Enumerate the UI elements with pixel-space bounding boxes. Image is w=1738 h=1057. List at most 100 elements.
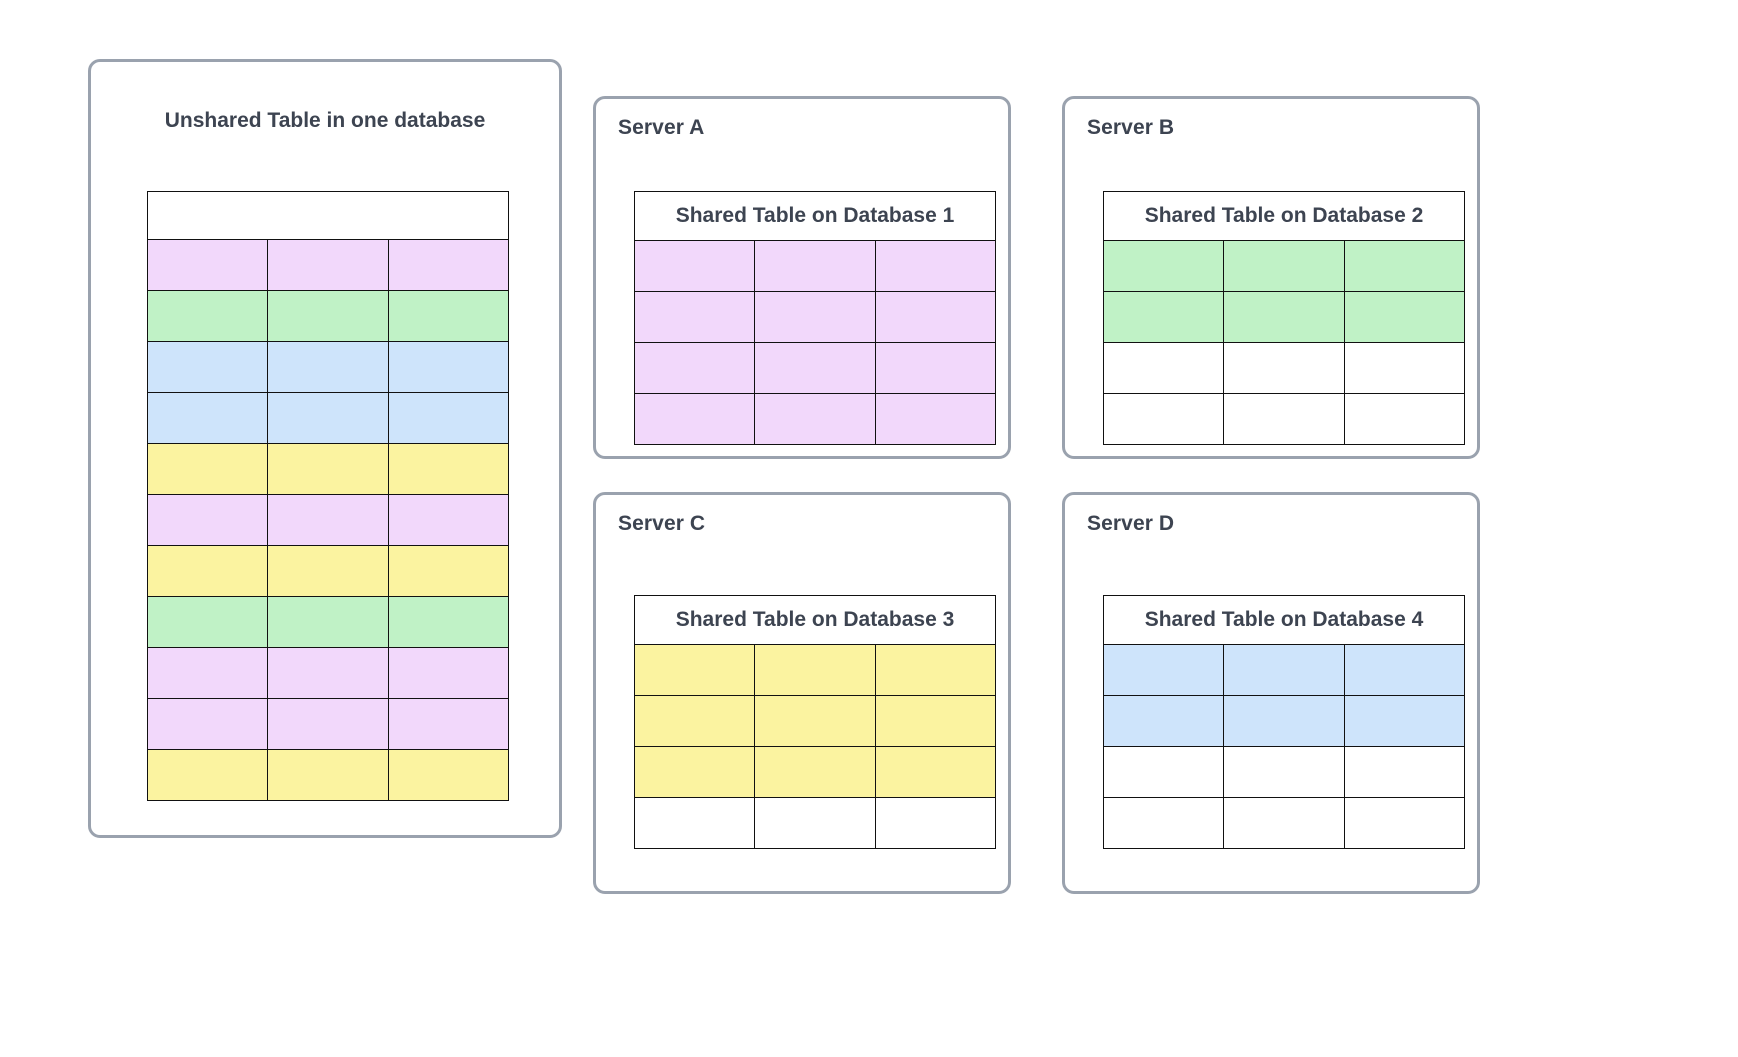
shared-table-c-cell	[633, 695, 756, 747]
unshared-table-cell	[267, 545, 389, 597]
shared-table-b-cell	[1102, 342, 1225, 394]
shared-table-b-cell	[1343, 342, 1466, 394]
unshared-table-cell	[267, 749, 389, 801]
shared-table-b-row	[1102, 342, 1466, 394]
server-c-table-body: Shared Table on Database 3	[633, 595, 997, 849]
shared-table-b-cell	[1102, 291, 1225, 343]
shared-table-title-row: Shared Table on Database 2	[1103, 191, 1465, 241]
unshared-table-cell	[267, 494, 389, 546]
shared-table-d-cell	[1102, 644, 1225, 696]
shared-table-c-row	[633, 746, 997, 798]
unshared-table-cell	[267, 596, 389, 648]
unshared-table-row	[146, 392, 510, 444]
shared-table-c-row	[633, 797, 997, 849]
shared-table-a-cell	[754, 393, 876, 445]
unshared-table-body	[146, 191, 510, 801]
shared-table-title-row: Shared Table on Database 3	[634, 595, 996, 645]
shared-table-title-d: Shared Table on Database 4	[1103, 595, 1465, 645]
shared-table-d-cell	[1343, 644, 1466, 696]
shared-table-database-4: Shared Table on Database 4	[1102, 595, 1466, 849]
shared-table-b-cell	[1223, 342, 1345, 394]
shared-table-c-row	[633, 644, 997, 696]
unshared-table-cell	[146, 443, 269, 495]
unshared-table-header-cell	[147, 191, 509, 240]
shared-table-b-cell	[1102, 393, 1225, 445]
server-label-b: Server B	[1087, 116, 1175, 139]
unshared-table-cell	[387, 749, 510, 801]
shared-table-d-cell	[1223, 644, 1345, 696]
shared-table-title-a: Shared Table on Database 1	[634, 191, 996, 241]
shared-table-b-cell	[1223, 240, 1345, 292]
shared-table-c-cell	[754, 746, 876, 798]
shared-table-d-cell	[1223, 746, 1345, 798]
shared-table-a-cell	[874, 291, 997, 343]
server-panel-b: Server B Shared Table on Database 2	[1062, 96, 1480, 459]
shared-table-c-cell	[754, 797, 876, 849]
shared-table-a-row	[633, 240, 997, 292]
unshared-table-cell	[146, 392, 269, 444]
shared-table-c-cell	[633, 797, 756, 849]
shared-table-database-1: Shared Table on Database 1	[633, 191, 997, 445]
unshared-table-cell	[146, 647, 269, 699]
shared-table-a-cell	[754, 240, 876, 292]
shared-table-c-cell	[874, 695, 997, 747]
unshared-table-cell	[387, 392, 510, 444]
unshared-panel-title: Unshared Table in one database	[164, 109, 486, 132]
shared-table-d-row	[1102, 746, 1466, 798]
shared-table-title-b: Shared Table on Database 2	[1103, 191, 1465, 241]
unshared-table-row	[146, 749, 510, 801]
shared-table-database-2: Shared Table on Database 2	[1102, 191, 1466, 445]
unshared-table-cell	[146, 698, 269, 750]
shared-table-title-row: Shared Table on Database 1	[634, 191, 996, 241]
shared-table-database-3: Shared Table on Database 3	[633, 595, 997, 849]
unshared-table-cell	[267, 443, 389, 495]
unshared-table-row	[146, 443, 510, 495]
shared-table-b-cell	[1343, 291, 1466, 343]
unshared-table-cell	[146, 749, 269, 801]
shared-table-a-row	[633, 342, 997, 394]
server-label-c: Server C	[618, 512, 706, 535]
unshared-table-row	[146, 341, 510, 393]
unshared-table-row	[146, 290, 510, 342]
unshared-table-cell	[267, 290, 389, 342]
unshared-table-cell	[387, 239, 510, 291]
shared-table-d-row	[1102, 797, 1466, 849]
shared-table-title-row: Shared Table on Database 4	[1103, 595, 1465, 645]
unshared-table-row	[146, 545, 510, 597]
unshared-table-cell	[267, 341, 389, 393]
shared-table-b-cell	[1343, 240, 1466, 292]
shared-table-b-row	[1102, 393, 1466, 445]
shared-table-d-cell	[1102, 746, 1225, 798]
unshared-table-cell	[146, 290, 269, 342]
unshared-table-cell	[387, 494, 510, 546]
shared-table-d-cell	[1102, 797, 1225, 849]
server-panel-c: Server C Shared Table on Database 3	[593, 492, 1011, 894]
unshared-table-cell	[387, 443, 510, 495]
shared-table-a-cell	[633, 342, 756, 394]
unshared-table-cell	[267, 239, 389, 291]
shared-table-c-cell	[874, 746, 997, 798]
shared-table-c-cell	[633, 746, 756, 798]
server-b-table-body: Shared Table on Database 2	[1102, 191, 1466, 445]
unshared-table-cell	[146, 494, 269, 546]
shared-table-a-cell	[633, 291, 756, 343]
shared-table-a-cell	[874, 240, 997, 292]
shared-table-d-cell	[1343, 746, 1466, 798]
shared-table-d-cell	[1102, 695, 1225, 747]
unshared-table-header-row	[147, 191, 509, 240]
shared-table-c-row	[633, 695, 997, 747]
shared-table-b-cell	[1343, 393, 1466, 445]
unshared-table-cell	[146, 545, 269, 597]
unshared-table-cell	[267, 392, 389, 444]
unshared-table-cell	[387, 698, 510, 750]
shared-table-a-cell	[874, 393, 997, 445]
shared-table-c-cell	[874, 644, 997, 696]
shared-table-b-cell	[1223, 291, 1345, 343]
unshared-table-row	[146, 647, 510, 699]
shared-table-c-cell	[874, 797, 997, 849]
shared-table-d-row	[1102, 695, 1466, 747]
shared-table-a-cell	[633, 240, 756, 292]
unshared-table-row	[146, 596, 510, 648]
unshared-table-cell	[387, 290, 510, 342]
unshared-table-cell	[146, 596, 269, 648]
